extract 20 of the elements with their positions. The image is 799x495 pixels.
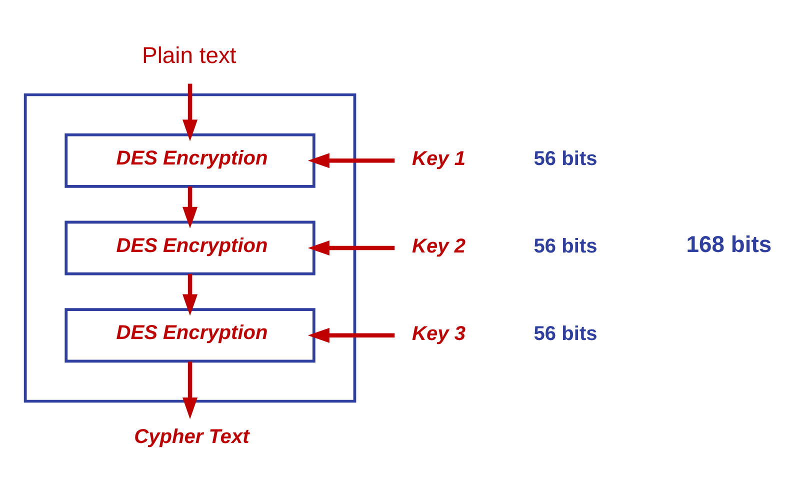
cluster (24, 92, 356, 402)
arrow (182, 83, 198, 141)
node-box: DES Encryption (64, 308, 316, 362)
node-text: Key 1 (412, 148, 466, 170)
node-box: DES Encryption (64, 132, 316, 188)
node-text: Key 3 (412, 322, 466, 344)
node-label: 56 bits (534, 322, 598, 344)
arrow (308, 152, 395, 168)
node-label: 56 bits (534, 148, 598, 170)
label: 168 bits (686, 230, 772, 257)
node-text: Plain text (142, 41, 236, 68)
arrow (182, 186, 198, 228)
arrow (182, 361, 198, 419)
node-box: DES Encryption (64, 220, 316, 275)
node-text: Cypher Text (134, 426, 250, 448)
node-label: 56 bits (534, 235, 598, 258)
arrow (308, 240, 395, 256)
node-text: Key 2 (412, 235, 466, 258)
arrow (308, 327, 395, 342)
arrow (182, 273, 198, 316)
